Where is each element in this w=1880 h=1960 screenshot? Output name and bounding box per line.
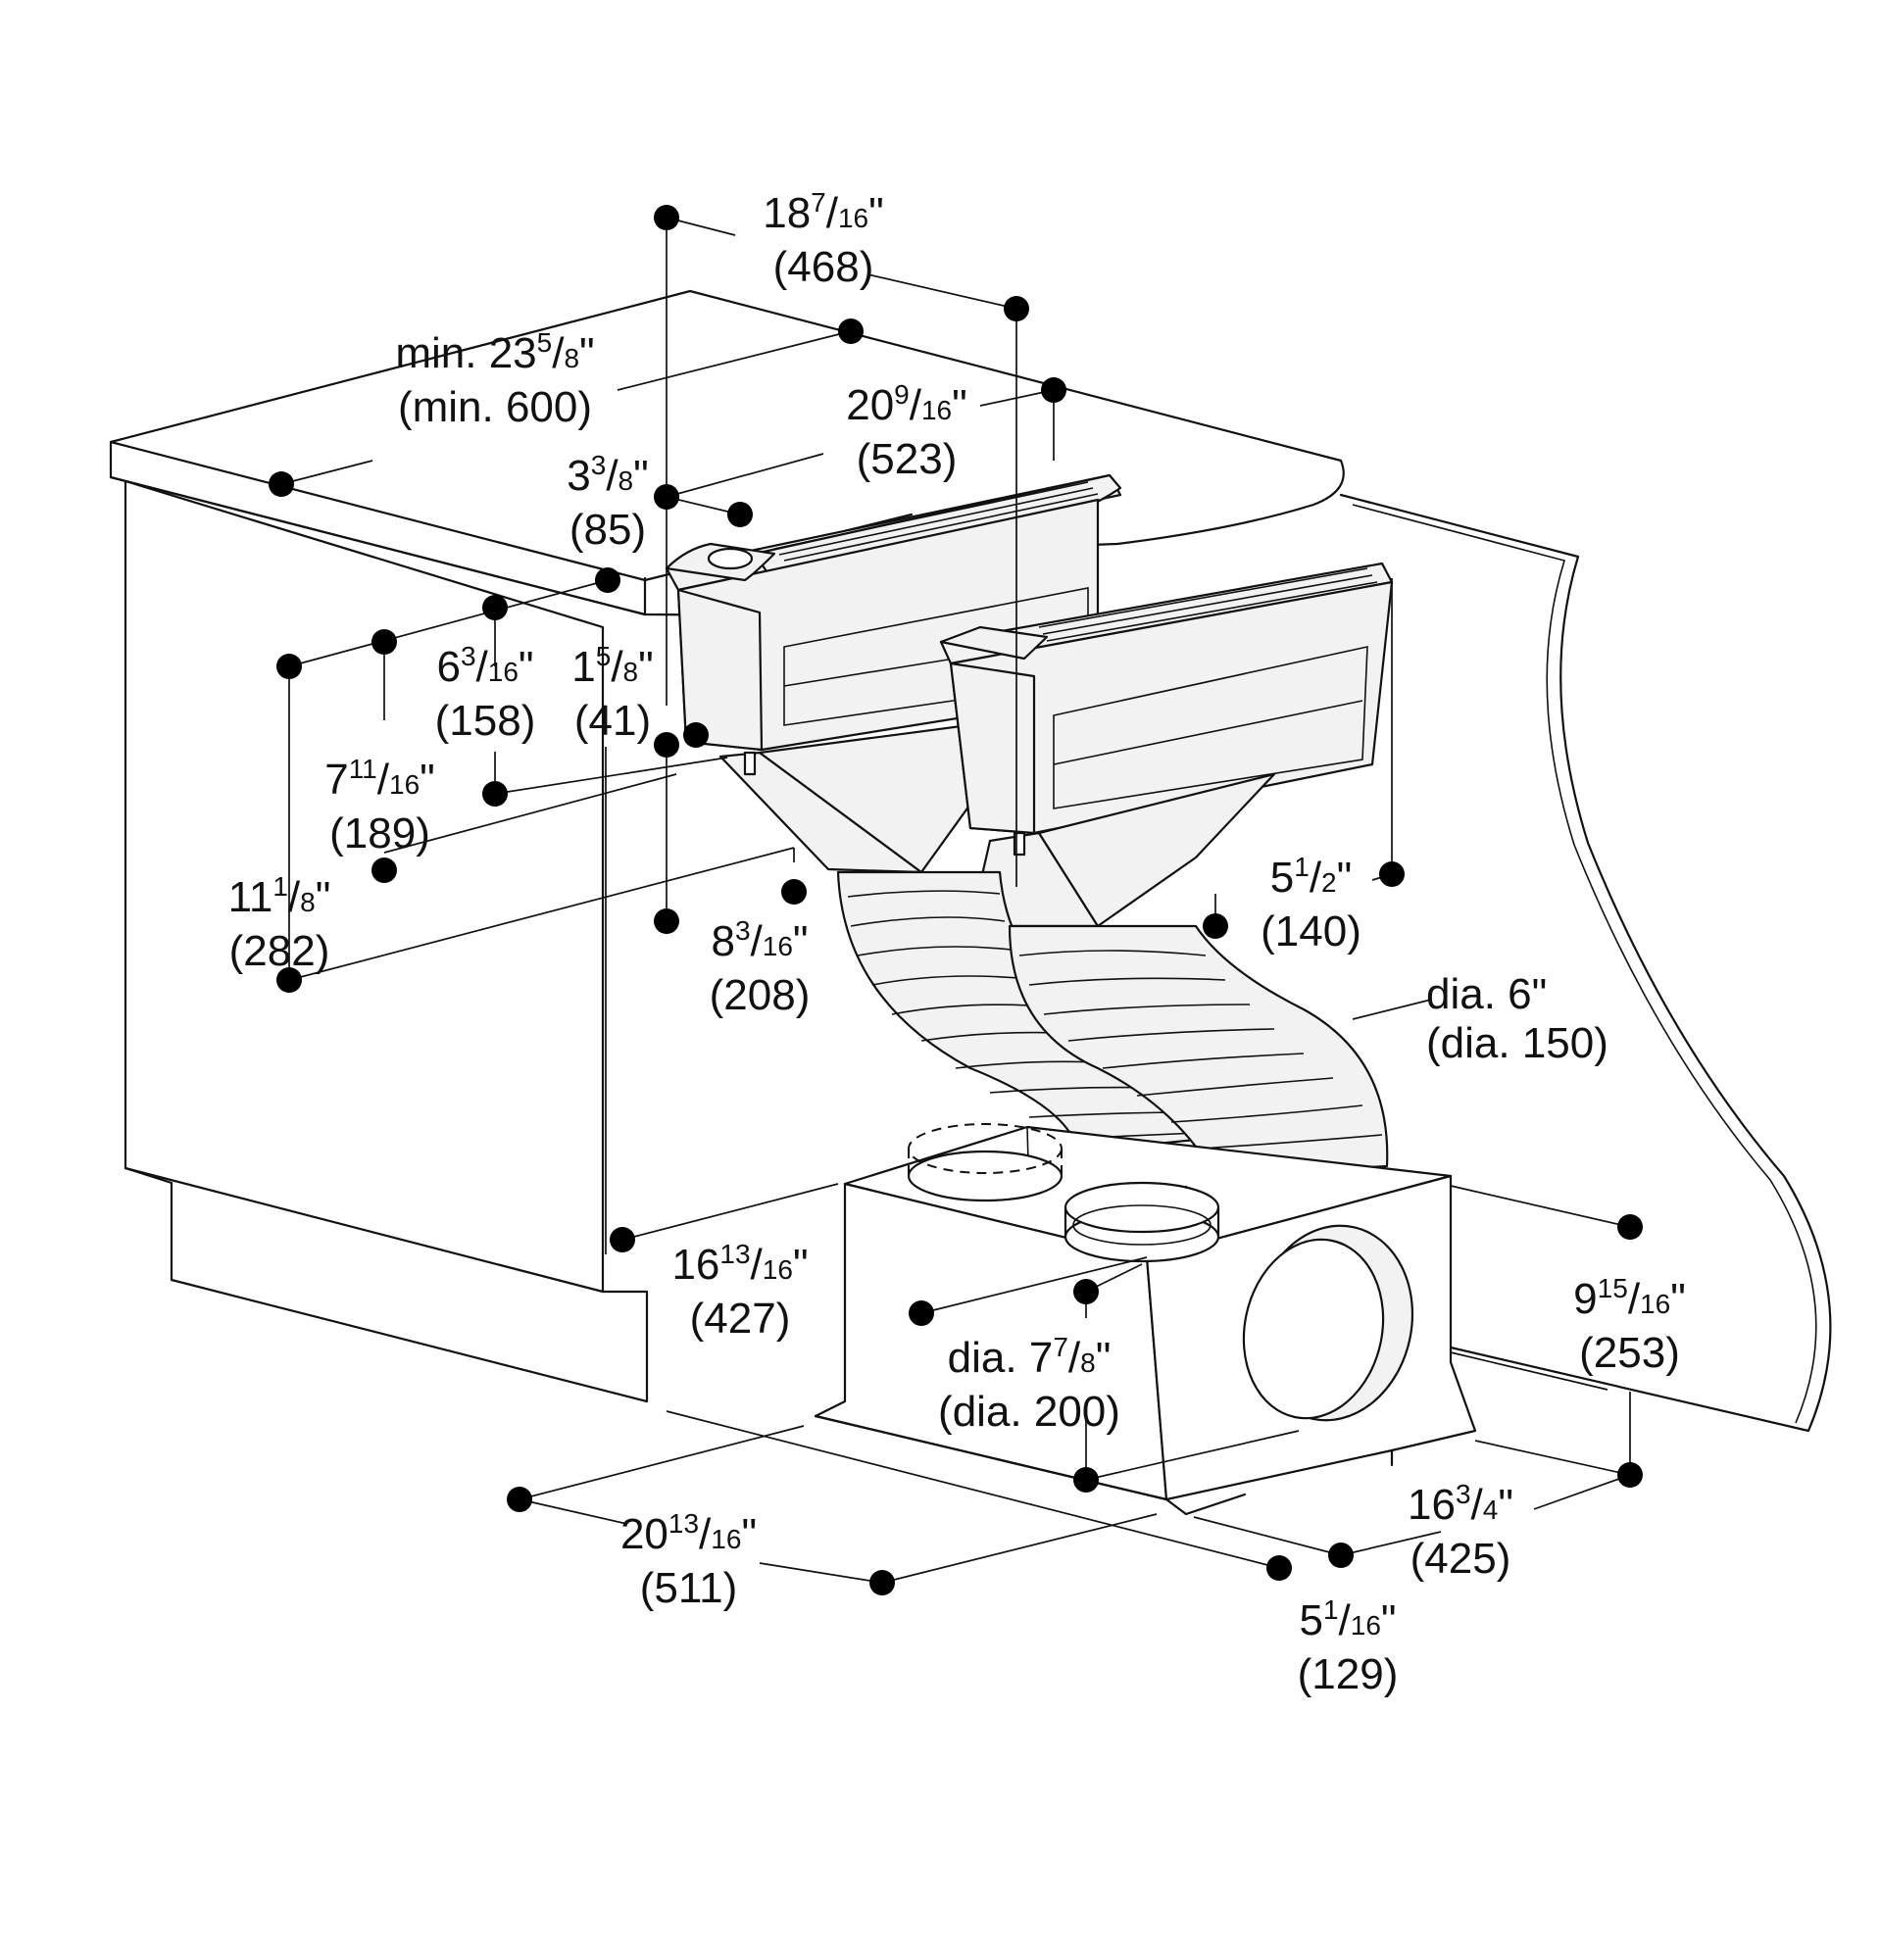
dim-dot: [1266, 1555, 1292, 1581]
dim-label-511: 2013/16" (511): [619, 1508, 758, 1612]
dim-label-523: 209/16" (523): [846, 379, 967, 483]
dim-dot: [1041, 377, 1066, 403]
dim-dot: [595, 567, 620, 593]
dim-dot: [1073, 1279, 1099, 1304]
dimension-markers: [269, 205, 1643, 1595]
dim-label-dia-150: dia. 6" (dia. 150): [1426, 970, 1608, 1067]
dim-label-140: 51/2" (140): [1261, 852, 1361, 956]
dim-dot: [276, 654, 302, 679]
dim-label-129: 51/16" (129): [1297, 1594, 1399, 1698]
flex-duct-right: [1008, 924, 1389, 1178]
dim-dot: [269, 471, 294, 497]
dim-label-282: 111/8" (282): [227, 871, 331, 975]
dim-dot: [482, 781, 508, 807]
dim-dot: [1073, 1467, 1099, 1493]
fan-box: [814, 1123, 1477, 1516]
dim-label-600: min. 235/8" (min. 600): [395, 327, 595, 431]
side-wall: [1339, 493, 1832, 1433]
dim-dot: [276, 967, 302, 993]
dim-dot: [1617, 1462, 1643, 1488]
dim-dot: [781, 879, 807, 905]
dim-dot: [371, 629, 397, 655]
dim-dot: [838, 318, 864, 344]
dim-dot: [1203, 913, 1228, 939]
dim-label-468: 187/16" (468): [763, 187, 884, 291]
cabinet: [124, 479, 649, 1403]
dim-dot: [869, 1570, 895, 1595]
dim-label-85: 33/8" (85): [567, 450, 649, 554]
dim-label-158: 63/16" (158): [434, 641, 536, 745]
dim-label-41: 15/8" (41): [571, 641, 654, 745]
dim-dot: [1617, 1214, 1643, 1240]
dim-dot: [654, 205, 679, 230]
dim-dot: [654, 908, 679, 934]
dim-dot: [683, 722, 709, 748]
dim-dot: [909, 1300, 934, 1326]
dim-dot: [727, 502, 753, 527]
dim-dot: [610, 1227, 635, 1252]
dim-dot: [1004, 296, 1029, 321]
dim-label-253: 915/16" (253): [1573, 1273, 1686, 1377]
dim-dot: [1328, 1543, 1354, 1568]
dim-dot: [1379, 861, 1405, 887]
dim-dot: [507, 1487, 532, 1512]
dim-label-189: 711/16" (189): [324, 754, 435, 858]
dim-dot: [482, 595, 508, 620]
dim-label-425: 163/4" (425): [1408, 1479, 1513, 1583]
dim-dot: [654, 484, 679, 510]
dim-label-208: 83/16" (208): [709, 915, 811, 1019]
downdraft-unit-right: [939, 562, 1394, 928]
dim-dot: [371, 858, 397, 883]
dim-dot: [654, 732, 679, 758]
dim-label-dia-200: dia. 77/8" (dia. 200): [938, 1332, 1120, 1436]
dim-label-427: 1613/16" (427): [671, 1239, 809, 1343]
